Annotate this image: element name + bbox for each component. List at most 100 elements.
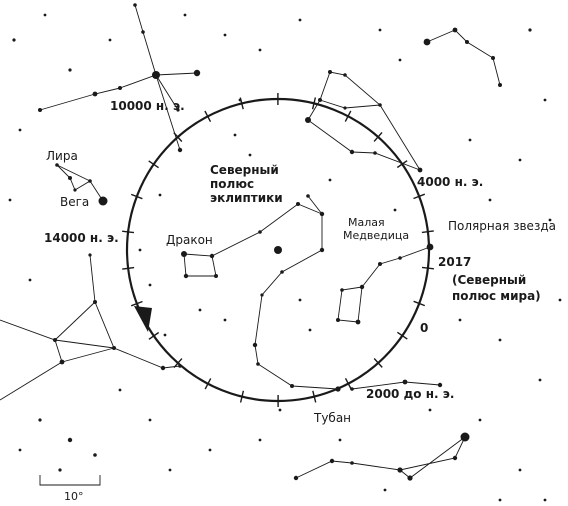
star <box>378 262 382 266</box>
star <box>68 68 72 72</box>
star <box>177 147 183 153</box>
circle-tick <box>396 160 408 169</box>
star <box>528 28 532 32</box>
star <box>233 133 237 137</box>
star <box>343 106 347 110</box>
star <box>478 418 482 422</box>
star <box>308 328 312 332</box>
star <box>118 86 122 90</box>
star <box>428 408 432 412</box>
star <box>293 475 299 481</box>
star <box>8 198 12 202</box>
star <box>178 364 182 368</box>
star <box>238 98 242 102</box>
star <box>306 194 310 198</box>
label-ursa-minor-1: Малая <box>348 216 385 229</box>
circle-tick <box>344 377 352 390</box>
star <box>98 196 108 206</box>
star <box>12 38 16 42</box>
cygnus-line-5 <box>54 301 96 341</box>
label-ecliptic-pole-3: эклиптики <box>210 191 283 205</box>
star <box>298 18 302 22</box>
circle-tick <box>148 160 159 169</box>
star <box>258 230 262 234</box>
star <box>168 468 172 472</box>
star <box>256 362 260 366</box>
label-draco: Дракон <box>166 233 213 247</box>
label-epoch-14000: 14000 н. э. <box>44 231 119 245</box>
star <box>319 211 325 217</box>
star <box>498 83 502 87</box>
circle-tick <box>130 300 143 307</box>
circle-tick <box>397 331 408 340</box>
star <box>112 346 116 350</box>
star <box>558 298 562 302</box>
star <box>88 179 92 183</box>
circle-tick <box>204 378 212 390</box>
star <box>488 198 492 202</box>
star <box>258 438 262 442</box>
star <box>518 468 522 472</box>
star <box>252 342 258 348</box>
labels: 10000 н. э. Лира Вега 14000 н. э. Северн… <box>44 99 556 503</box>
scale-bar <box>39 475 101 486</box>
constellation-lines <box>0 4 501 486</box>
label-epoch-10000: 10000 н. э. <box>110 99 185 113</box>
star <box>437 382 443 388</box>
star <box>133 3 137 7</box>
star <box>223 318 227 322</box>
label-epoch-0: 0 <box>420 321 428 335</box>
star <box>423 38 431 46</box>
cassiopeia-line <box>426 29 501 86</box>
star <box>498 338 502 342</box>
cygnus-line-2 <box>0 319 115 349</box>
star <box>328 178 332 182</box>
ursa-minor-line-2 <box>337 286 363 323</box>
star <box>88 253 92 257</box>
star <box>340 288 344 292</box>
star <box>343 73 347 77</box>
ursa-major-line-1 <box>295 436 466 479</box>
star <box>59 359 65 365</box>
lyra-line-1 <box>56 164 91 191</box>
hercules-line-1 <box>134 4 179 111</box>
star <box>335 386 341 392</box>
star <box>397 467 403 473</box>
star <box>543 98 547 102</box>
star <box>55 163 59 167</box>
circle-tick <box>373 131 383 142</box>
star <box>92 91 98 97</box>
star <box>398 256 402 260</box>
star <box>93 453 97 457</box>
star <box>138 248 142 252</box>
star <box>160 365 166 371</box>
label-ecliptic-pole-1: Северный <box>210 163 279 177</box>
star <box>38 418 42 422</box>
star <box>298 298 302 302</box>
star <box>18 128 22 132</box>
star <box>68 176 72 180</box>
label-vega: Вега <box>60 195 89 209</box>
star <box>407 475 413 481</box>
star <box>73 188 77 192</box>
ursa-minor-line-1 <box>357 246 431 323</box>
direction-arrow <box>134 306 152 332</box>
circle-tick <box>312 390 317 403</box>
star <box>28 278 32 282</box>
circle-tick <box>204 110 212 123</box>
star <box>290 384 294 388</box>
star <box>43 13 47 17</box>
star <box>198 308 202 312</box>
star <box>193 69 201 77</box>
star <box>181 251 187 257</box>
star <box>318 98 322 102</box>
star <box>498 498 502 502</box>
star <box>349 149 355 155</box>
label-epoch-2000bc: 2000 до н. э. <box>366 387 454 401</box>
star <box>319 247 325 253</box>
star <box>223 33 227 37</box>
star <box>398 58 402 62</box>
star <box>278 408 282 412</box>
star <box>426 243 434 251</box>
